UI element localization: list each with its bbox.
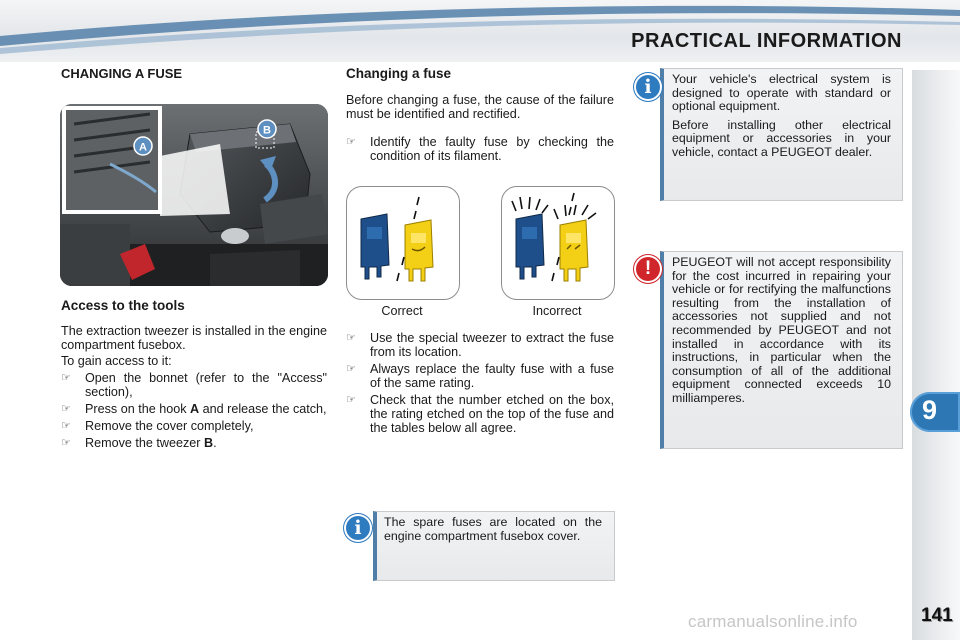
engine-compartment-illustration: A B bbox=[60, 104, 328, 286]
chapter-number: 9 bbox=[922, 395, 938, 425]
chapter-tab-strip bbox=[912, 70, 960, 640]
pointing-hand-icon: ☞ bbox=[346, 394, 356, 406]
chapter-badge[interactable] bbox=[910, 392, 960, 432]
info-icon: i bbox=[346, 516, 370, 540]
pointing-hand-icon: ☞ bbox=[346, 136, 356, 148]
list-item: ☞Check that the number etched on the box… bbox=[346, 393, 614, 435]
correct-label: Correct bbox=[381, 304, 423, 318]
info-paragraph: Before installing other electrical equip… bbox=[672, 117, 891, 159]
list-item: ☞Identify the faulty fuse by checking th… bbox=[346, 135, 614, 163]
list-item: ☞Press on the hook A and release the cat… bbox=[61, 402, 327, 416]
equipment-info-box bbox=[660, 68, 903, 201]
callout-b: B bbox=[263, 125, 271, 137]
list-item: ☞Open the bonnet (refer to the "Access" … bbox=[61, 371, 327, 399]
header-swoosh bbox=[0, 5, 960, 54]
identify-list: ☞Identify the faulty fuse by checking th… bbox=[346, 135, 614, 166]
warning-box bbox=[660, 251, 903, 449]
access-intro: The extraction tweezer is installed in t… bbox=[61, 324, 327, 352]
list-item: ☞Remove the tweezer B. bbox=[61, 436, 217, 450]
equipment-info-text: Your vehicle's electrical system is desi… bbox=[672, 72, 891, 165]
exclamation-icon: ! bbox=[636, 257, 660, 281]
list-item: ☞Always replace the faulty fuse with a f… bbox=[346, 362, 614, 390]
incorrect-label: Incorrect bbox=[532, 304, 582, 318]
info-paragraph: Your vehicle's electrical system is desi… bbox=[672, 72, 891, 114]
access-steps-list: ☞Open the bonnet (refer to the "Access" … bbox=[61, 371, 327, 453]
fuse-steps-list: ☞Use the special tweezer to extract the … bbox=[346, 331, 614, 438]
pointing-hand-icon: ☞ bbox=[61, 403, 71, 415]
callout-a: A bbox=[139, 142, 147, 154]
access-tools-heading: Access to the tools bbox=[61, 298, 185, 313]
changing-fuse-heading: Changing a fuse bbox=[346, 66, 452, 81]
fuse-incorrect-figure bbox=[501, 186, 615, 300]
fuse-correct-figure bbox=[346, 186, 460, 300]
page-number: 141 bbox=[921, 605, 953, 626]
fuse-correct-illustration bbox=[360, 196, 434, 282]
page-title: PRACTICAL INFORMATION bbox=[631, 30, 902, 52]
list-item: ☞Use the special tweezer to extract the … bbox=[346, 331, 614, 359]
watermark: carmanualsonline.info bbox=[688, 612, 858, 631]
fusebox-photo: A B bbox=[60, 104, 328, 286]
pointing-hand-icon: ☞ bbox=[346, 363, 356, 375]
pointing-hand-icon: ☞ bbox=[61, 437, 71, 449]
spare-fuses-note bbox=[373, 511, 615, 581]
spare-fuses-text: The spare fuses are located on the engin… bbox=[384, 515, 602, 543]
list-item: ☞Remove the cover completely, bbox=[61, 419, 254, 433]
changing-fuse-intro: Before changing a fuse, the cause of the… bbox=[346, 93, 614, 121]
pointing-hand-icon: ☞ bbox=[61, 420, 71, 432]
fuse-incorrect-illustration bbox=[511, 192, 597, 282]
section-title: CHANGING A FUSE bbox=[61, 66, 183, 81]
warning-text: PEUGEOT will not accept responsibility f… bbox=[672, 255, 891, 405]
pointing-hand-icon: ☞ bbox=[61, 372, 71, 384]
pointing-hand-icon: ☞ bbox=[346, 332, 356, 344]
info-icon: i bbox=[636, 75, 660, 99]
gain-access-label: To gain access to it: bbox=[61, 354, 172, 368]
